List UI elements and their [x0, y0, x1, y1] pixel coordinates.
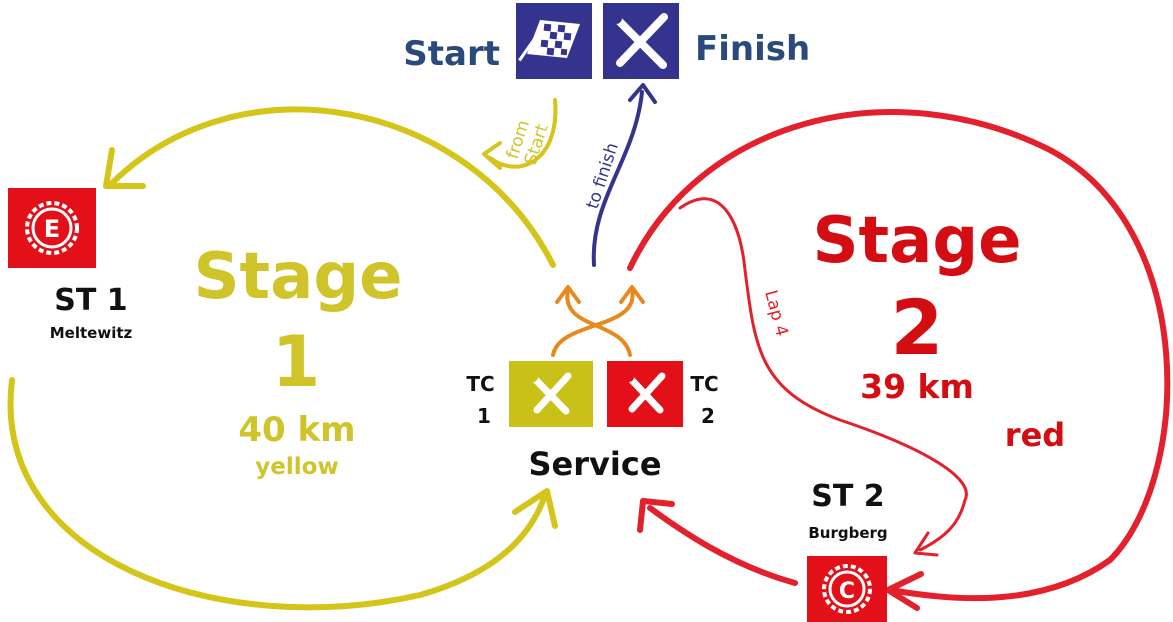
lap4-label: Lap 4 [760, 288, 791, 338]
stage2-title: Stage [812, 204, 1021, 278]
tc2-tools-icon [607, 361, 683, 427]
to-finish-connector [591, 90, 644, 267]
checkered-flag-icon [516, 3, 592, 79]
stage1-distance: 40 km [238, 410, 355, 450]
stage1-top-arc [107, 106, 556, 268]
tc2-line1: TC [690, 372, 718, 396]
lap4-path [678, 197, 968, 552]
st2-label: ST 2 [811, 479, 884, 514]
from-start-label: from Start [503, 113, 554, 168]
stage2-outer-arrowhead [885, 571, 924, 611]
stage1-top-arrowhead [103, 147, 146, 189]
st2-stage-badge-icon: C [807, 556, 887, 622]
st2-badge-letter: C [839, 579, 855, 604]
to-finish-arrowhead [628, 83, 657, 104]
tc2-label: TC 2 [690, 372, 725, 428]
stage1-number: 1 [272, 321, 321, 403]
service-crossing-arrows [551, 285, 645, 357]
stage1-route [7, 98, 558, 611]
stage2-number: 2 [891, 283, 944, 372]
stage2-return-arc [647, 505, 798, 586]
finish-label: Finish [695, 29, 810, 69]
from-start-connector [488, 98, 558, 169]
lap4-arrowhead [913, 531, 939, 557]
stage1-bottom-arrowhead [512, 488, 558, 529]
st1-location: Meltewitz [50, 324, 133, 342]
crossing-arrowhead-left [555, 285, 581, 304]
st1-label: ST 1 [54, 283, 127, 318]
finish-tools-icon [603, 3, 679, 79]
stage1-bottom-arc [7, 377, 548, 611]
stage2-outer-loop [627, 109, 1171, 602]
to-finish-route [591, 83, 657, 267]
stage1-color-name: yellow [255, 454, 338, 480]
crossing-arrowhead-right [619, 285, 645, 304]
tc1-label: TC 1 [466, 372, 501, 428]
start-label: Start [403, 34, 500, 74]
tc2-line2: 2 [701, 404, 715, 428]
crossing-arrow-right [565, 288, 632, 357]
stage2-distance: 39 km [860, 367, 974, 406]
tc1-tools-icon [509, 361, 593, 427]
stage2-return-arrowhead [637, 498, 675, 533]
st2-location: Burgberg [808, 524, 887, 542]
stage2-color-name: red [1005, 416, 1065, 454]
stage2-route [627, 109, 1171, 611]
st1-stage-badge-icon: E [8, 188, 96, 268]
service-label: Service [528, 445, 661, 483]
tc1-line2: 1 [477, 404, 491, 428]
stage1-title: Stage [193, 240, 402, 314]
st1-badge-letter: E [44, 215, 60, 243]
tc1-line1: TC [466, 372, 494, 396]
from-start-arrowhead [482, 141, 502, 170]
